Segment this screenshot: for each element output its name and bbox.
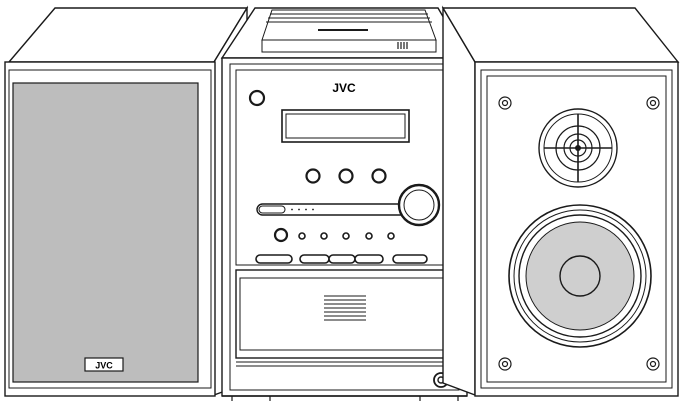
left-speaker-badge-text: JVC [95, 361, 113, 371]
lid-grip-icon [397, 42, 408, 49]
indicator-dots [291, 208, 314, 211]
volume-knob[interactable] [397, 183, 441, 227]
main-unit-brand: JVC [332, 81, 356, 95]
pill-button-3[interactable] [328, 254, 356, 264]
left-speaker-grille [12, 82, 199, 383]
pill-button-5[interactable] [392, 254, 428, 264]
small-button-4[interactable] [342, 232, 350, 240]
control-button-2[interactable] [338, 168, 354, 184]
cd-lid [261, 9, 437, 53]
pill-button-4[interactable] [354, 254, 384, 264]
small-button-2[interactable] [298, 232, 306, 240]
right-speaker [441, 5, 680, 397]
right-speaker-side [442, 5, 476, 397]
door-vent-icon [324, 295, 366, 321]
small-button-6[interactable] [387, 232, 395, 240]
pill-button-2[interactable] [299, 254, 330, 264]
small-button-1[interactable] [273, 227, 289, 243]
small-button-5[interactable] [365, 232, 373, 240]
small-button-3[interactable] [320, 232, 328, 240]
control-button-1[interactable] [305, 168, 321, 184]
pill-button-1[interactable] [255, 254, 293, 264]
speaker-mount-screw-icon [498, 96, 660, 371]
power-button-icon[interactable] [248, 89, 266, 107]
power-button[interactable] [248, 89, 266, 107]
left-speaker: JVC [4, 5, 249, 397]
left-speaker-top [7, 7, 249, 63]
control-button-3[interactable] [371, 168, 387, 184]
tweeter [538, 108, 618, 188]
left-speaker-badge [84, 357, 124, 372]
woofer [508, 204, 652, 348]
main-unit: JVC [220, 7, 469, 401]
right-speaker-top [441, 7, 680, 63]
volume-knob-icon[interactable] [397, 183, 441, 227]
